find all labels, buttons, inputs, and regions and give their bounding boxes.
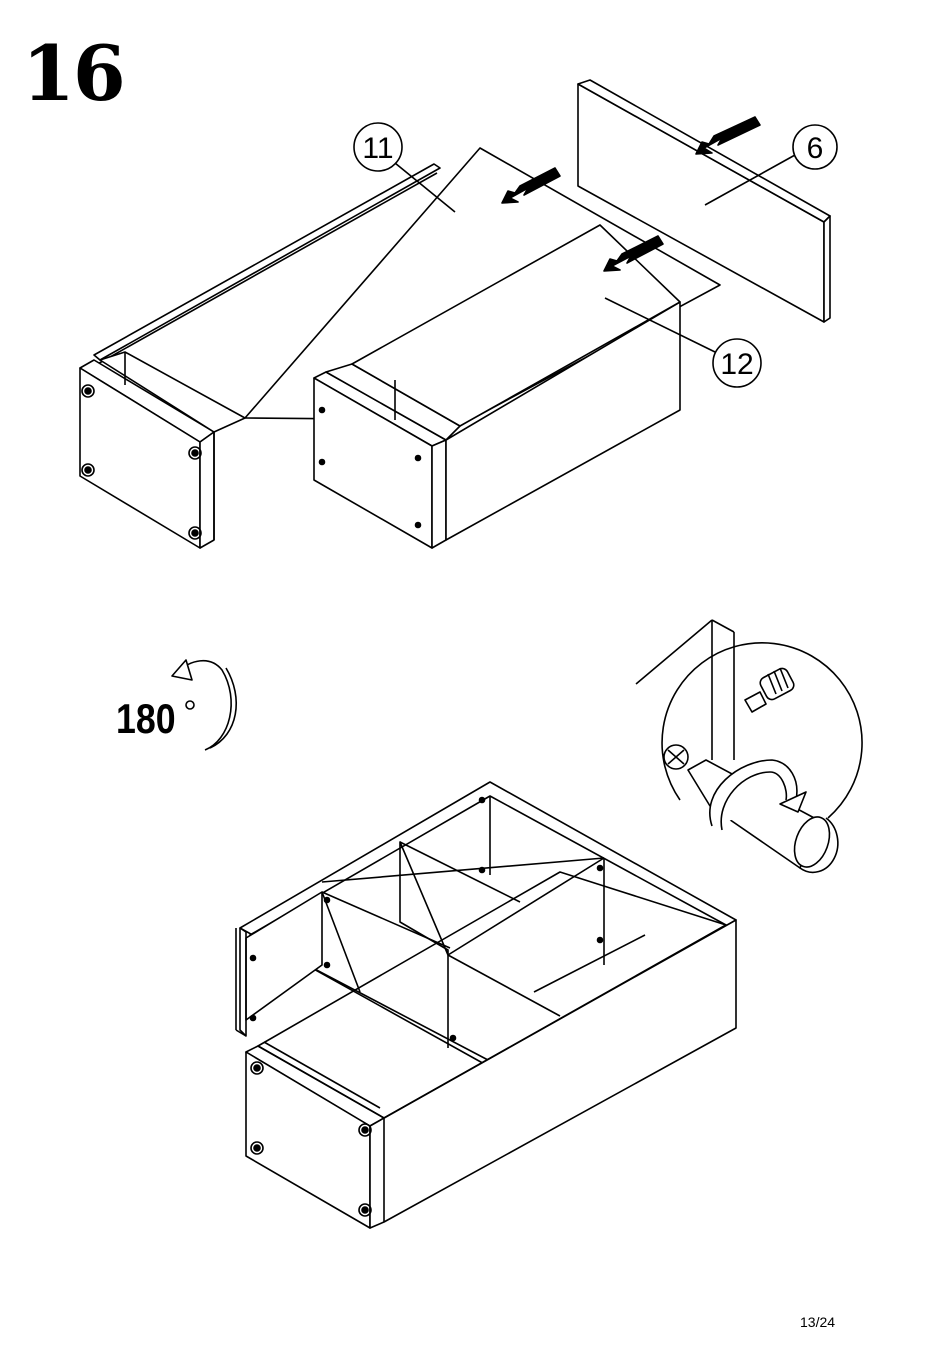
- rotate-arrow-icon: [172, 660, 236, 750]
- callout-6: 6: [807, 132, 824, 165]
- cross-screw-head-icon: [664, 745, 688, 769]
- page-number: 13/24: [800, 1314, 835, 1330]
- screw-icon: [745, 666, 796, 712]
- upper-cabinet-assembly: [80, 80, 830, 548]
- callout-12: 12: [720, 348, 753, 381]
- rotation-value: 180: [116, 698, 176, 740]
- lower-cabinet-assembly: [236, 782, 736, 1228]
- callout-11: 11: [362, 132, 393, 165]
- screw-detail-inset[interactable]: [636, 620, 862, 872]
